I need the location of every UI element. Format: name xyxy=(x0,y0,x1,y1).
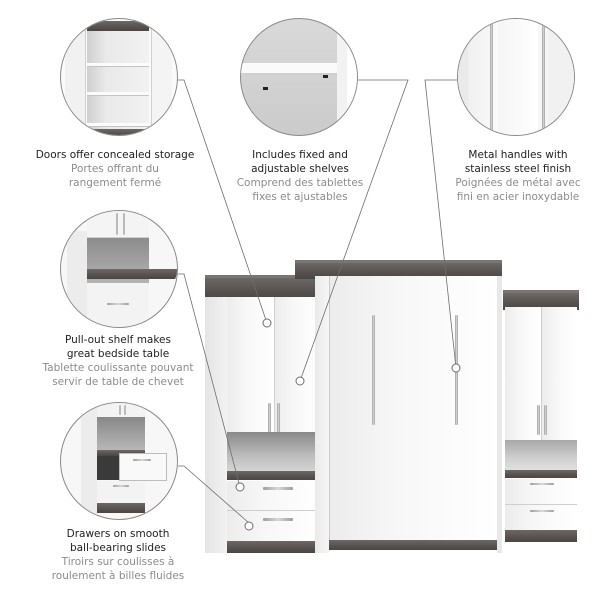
bed-side-left xyxy=(315,276,329,553)
caption-shelves: Includes fixed and adjustable shelves Co… xyxy=(200,148,400,204)
bed-base xyxy=(329,540,499,550)
bed-panel-seam xyxy=(329,276,330,540)
caption-pullout: Pull-out shelf makes great bedside table… xyxy=(0,333,236,389)
left-cabinet-handle-right xyxy=(277,403,280,437)
right-cabinet-handle-right xyxy=(544,405,547,435)
caption-drawers-fr-2: roulement à billes fluides xyxy=(51,570,185,582)
bed-side-right xyxy=(497,276,502,553)
left-cabinet-base xyxy=(227,541,321,553)
left-cabinet-handle-left xyxy=(268,403,271,437)
detail-circle-handles xyxy=(457,18,575,136)
caption-doors-fr-2: rangement fermé xyxy=(68,177,162,189)
right-cabinet-open-niche xyxy=(505,440,577,470)
caption-pullout-en-1: Pull-out shelf makes xyxy=(65,334,171,346)
right-cabinet-drawer-bottom[interactable] xyxy=(505,505,577,530)
caption-pullout-en-2: great bedside table xyxy=(66,348,170,360)
caption-shelves-en-1: Includes fixed and xyxy=(252,149,348,161)
caption-pullout-fr-1: Tablette coulissante pouvant xyxy=(42,362,194,374)
drawer-icon xyxy=(61,403,177,519)
caption-doors-fr-1: Portes offrant du xyxy=(71,163,159,175)
left-cabinet-pullout-shelf[interactable] xyxy=(227,471,319,480)
caption-drawers-en-2: ball-bearing slides xyxy=(69,542,167,554)
caption-handles-en-2: stainless steel finish xyxy=(464,163,572,175)
right-cabinet-handle-left xyxy=(537,405,540,435)
caption-handles-fr-2: fini en acier inoxydable xyxy=(456,191,580,203)
right-cabinet-door-right[interactable] xyxy=(542,307,577,440)
detail-circle-pullout xyxy=(60,210,178,328)
caption-pullout-fr-2: servir de table de chevet xyxy=(52,376,184,388)
caption-doors-en: Doors offer concealed storage xyxy=(35,149,195,161)
caption-shelves-fr-2: fixes et ajustables xyxy=(252,191,348,203)
caption-shelves-fr-1: Comprend des tablettes xyxy=(236,177,364,189)
murphy-bed-cabinet xyxy=(295,260,502,553)
bed-handle-right[interactable] xyxy=(455,315,458,425)
caption-drawers: Drawers on smooth ball-bearing slides Ti… xyxy=(0,527,236,583)
right-drawer-bottom-handle xyxy=(530,510,554,512)
caption-handles-en-1: Metal handles with xyxy=(468,149,568,161)
left-drawer-top-handle xyxy=(263,487,293,490)
cabinet-open-shelves-icon xyxy=(65,19,172,135)
caption-handles: Metal handles with stainless steel finis… xyxy=(418,148,600,204)
caption-drawers-en-1: Drawers on smooth xyxy=(66,528,170,540)
right-storage-cabinet xyxy=(503,290,579,552)
caption-shelves-en-2: adjustable shelves xyxy=(251,163,349,175)
murphy-bed-unit xyxy=(200,255,585,560)
caption-doors: Doors offer concealed storage Portes off… xyxy=(0,148,230,190)
bed-handle-left[interactable] xyxy=(372,315,375,425)
right-cabinet-door-left[interactable] xyxy=(505,307,542,440)
right-cabinet-pullout-shelf[interactable] xyxy=(505,470,577,478)
metal-handle-icon xyxy=(458,19,574,135)
caption-drawers-fr-1: Tiroirs sur coulisses à xyxy=(61,556,175,568)
bed-front-panel[interactable] xyxy=(329,276,499,540)
shelf-closeup-icon xyxy=(241,19,357,135)
left-drawer-bottom-handle xyxy=(263,518,293,521)
right-cabinet-crown xyxy=(503,290,579,310)
right-drawer-top-handle xyxy=(530,483,554,485)
detail-circle-drawers xyxy=(60,402,178,520)
right-cabinet-base xyxy=(505,530,577,542)
pull-out-shelf-icon xyxy=(61,211,177,327)
detail-circle-doors xyxy=(60,18,178,136)
left-cabinet-open-niche xyxy=(227,432,319,472)
detail-circle-shelves xyxy=(240,18,358,136)
caption-handles-fr-1: Poignées de métal avec xyxy=(455,177,581,189)
